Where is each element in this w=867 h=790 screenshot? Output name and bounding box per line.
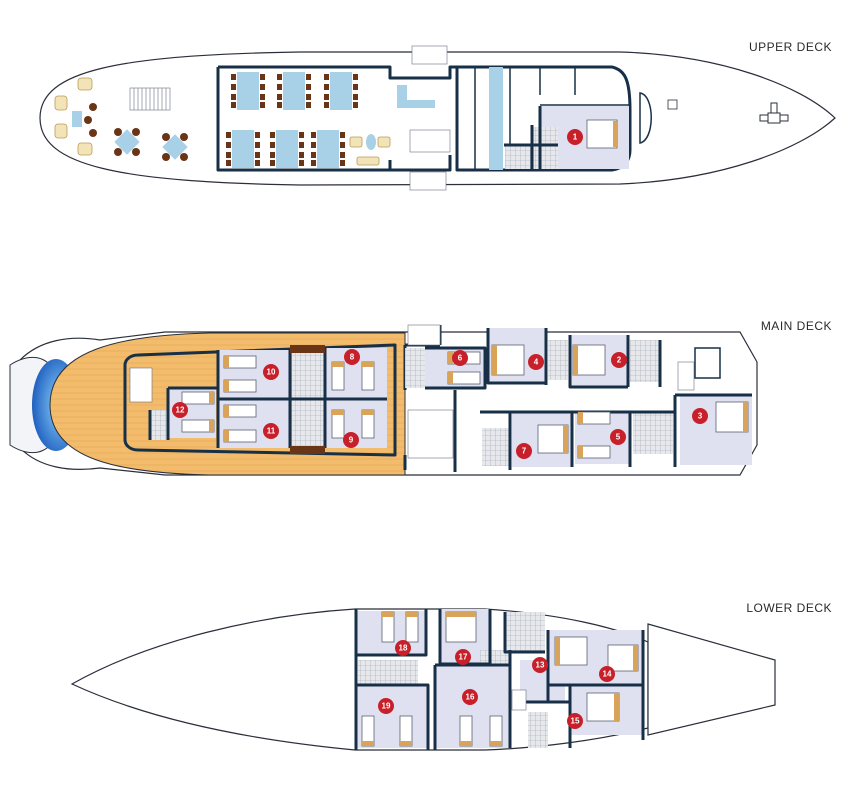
lower-cabin-13-badge: 13 [532, 657, 548, 673]
svg-text:17: 17 [459, 653, 468, 662]
lower-deck: 13 14 15 16 17 18 19 [70, 608, 776, 751]
svg-text:9: 9 [349, 436, 354, 445]
main-cabin-7-badge: 7 [516, 443, 532, 459]
lower-deck-walls [354, 609, 645, 750]
main-cabin-3-badge: 3 [692, 408, 708, 424]
svg-text:6: 6 [458, 354, 463, 363]
svg-text:19: 19 [382, 702, 391, 711]
svg-text:14: 14 [603, 670, 612, 679]
lower-beds [361, 611, 639, 747]
upper-deck-label: UPPER DECK [748, 40, 832, 54]
main-aft-stairs [129, 367, 153, 403]
main-cabin-11-badge: 11 [263, 423, 279, 439]
svg-text:12: 12 [176, 406, 185, 415]
lower-cabin-badges: 13 14 15 16 17 18 19 [378, 640, 615, 729]
upper-stairs-3 [409, 171, 447, 191]
lower-cabin-17-badge: 17 [455, 649, 471, 665]
svg-text:8: 8 [350, 353, 355, 362]
svg-text:1: 1 [573, 133, 578, 142]
upper-salon-walls [216, 65, 457, 172]
lower-stairs [511, 689, 527, 711]
main-cabin-badges: 2 3 4 5 6 7 8 9 10 11 12 [172, 349, 708, 459]
main-cabin-4-badge: 4 [528, 354, 544, 370]
svg-text:13: 13 [536, 661, 545, 670]
main-cabin-5-badge: 5 [610, 429, 626, 445]
main-cabin-9-badge: 9 [343, 432, 359, 448]
main-stairs-2 [407, 409, 454, 459]
svg-text:11: 11 [267, 427, 276, 436]
main-aft-beds [181, 355, 375, 443]
upper-stairs-1 [411, 45, 448, 65]
lower-cabin-15-badge: 15 [567, 713, 583, 729]
svg-text:5: 5 [616, 433, 621, 442]
svg-text:7: 7 [522, 447, 527, 456]
svg-text:15: 15 [571, 717, 580, 726]
lower-cabin-18-badge: 18 [395, 640, 411, 656]
upper-dining-tables [226, 72, 435, 168]
main-fwd-stairs [677, 361, 695, 391]
main-stairs-1 [407, 324, 441, 346]
lower-cabin-16-badge: 16 [462, 689, 478, 705]
lower-bow-compartment [647, 623, 776, 736]
main-cabin-10-badge: 10 [263, 364, 279, 380]
upper-deck: 1 [39, 45, 836, 191]
lower-cabin-19-badge: 19 [378, 698, 394, 714]
svg-text:4: 4 [534, 358, 539, 367]
upper-cabin-1-badge: 1 [567, 129, 583, 145]
svg-text:10: 10 [267, 368, 276, 377]
upper-deck-hull [39, 51, 836, 186]
svg-text:16: 16 [466, 693, 475, 702]
svg-text:3: 3 [698, 412, 703, 421]
lower-cabin-14-badge: 14 [599, 666, 615, 682]
svg-text:2: 2 [617, 356, 622, 365]
main-deck-label: MAIN DECK [760, 319, 832, 333]
main-deck: 2 3 4 5 6 7 8 9 10 11 12 [9, 324, 758, 476]
upper-window-strip [489, 67, 503, 170]
main-cabin-6-badge: 6 [452, 350, 468, 366]
upper-cabin-1-bed [586, 119, 618, 149]
main-cabin-2-badge: 2 [611, 352, 627, 368]
main-aft-cabin-walls [123, 343, 397, 457]
main-cabin-12-badge: 12 [172, 402, 188, 418]
lower-deck-label: LOWER DECK [746, 601, 832, 615]
upper-stairs-2 [409, 129, 451, 153]
main-cabin-8-badge: 8 [344, 349, 360, 365]
upper-bow-winch [759, 102, 789, 124]
svg-text:18: 18 [399, 644, 408, 653]
